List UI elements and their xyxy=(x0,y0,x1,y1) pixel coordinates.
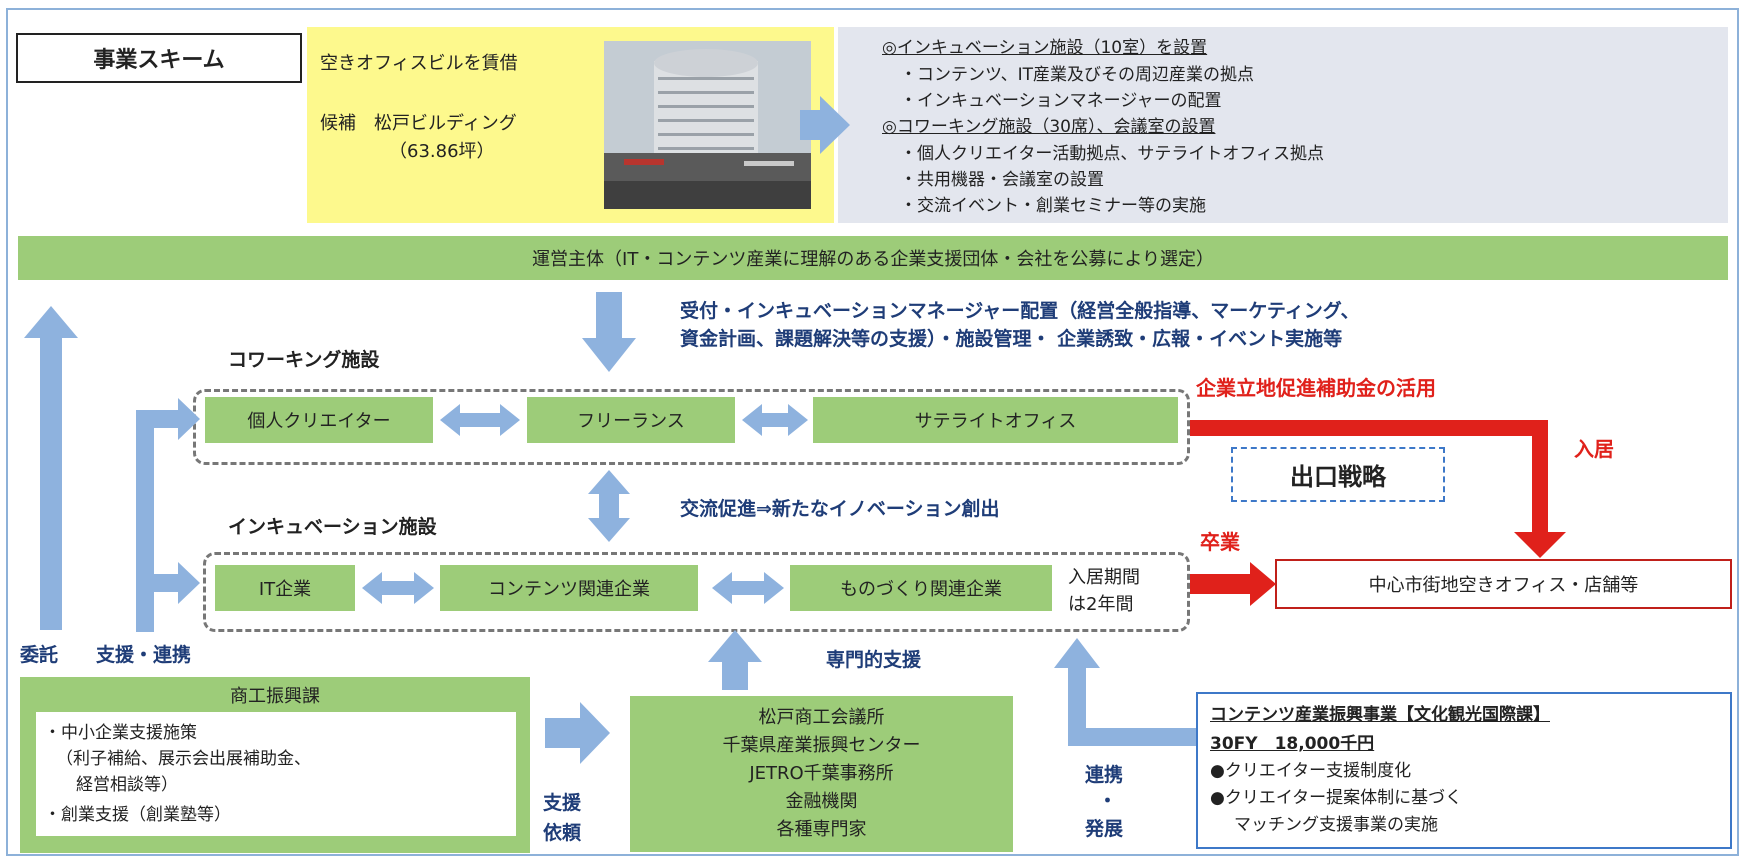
subsidy-label: 企業立地促進補助金の活用 xyxy=(1196,376,1436,400)
coworking-item-freelance: フリーランス xyxy=(527,397,735,443)
commerce-line4: ・創業支援（創業塾等） xyxy=(44,805,231,825)
cooperation-line1: 連携 xyxy=(1085,764,1124,786)
coworking-title: コワーキング施設 xyxy=(228,349,380,371)
content-project-box: コンテンツ産業振興事業【文化観光国際課】 30FY 18,000千円 ●クリエイ… xyxy=(1196,692,1732,849)
arrow-cooperation xyxy=(1054,638,1196,746)
facility-head1: ◎インキュベーション施設（10室）を設置 xyxy=(882,38,1208,58)
commerce-line2: （利子補給、展示会出展補助金、 xyxy=(56,749,311,769)
cooperation-line2: ・ xyxy=(1098,790,1118,812)
commerce-title: 商工振興課 xyxy=(230,686,320,707)
expert-support-label: 専門的支援 xyxy=(826,649,922,671)
partners-box: 松戸商工会議所 千葉県産業振興センター JETRO千葉事務所 金融機関 各種専門… xyxy=(630,696,1013,852)
consign-label: 委託 xyxy=(20,644,59,666)
content-project-item3: マッチング支援事業の実施 xyxy=(1234,815,1438,835)
arrow-down-operator xyxy=(582,292,636,372)
support-vertical-bar xyxy=(136,418,154,632)
partner-industry-center: 千葉県産業振興センター xyxy=(722,735,921,756)
content-project-item2: ●クリエイター提案体制に基づく xyxy=(1210,788,1463,808)
facility-item3: ・個人クリエイター活動拠点、サテライトオフィス拠点 xyxy=(900,144,1324,164)
commerce-inner: ・中小企業支援施策 （利子補給、展示会出展補助金、 経営相談等） ・創業支援（創… xyxy=(36,712,516,836)
support-desc-line2: 資金計画、課題解決等の支援）・施設管理・ 企業誘致・広報・イベント実施等 xyxy=(680,328,1343,350)
incubation-item-manufacturing: ものづくり関連企業 xyxy=(790,565,1052,611)
operator-text: 運営主体（IT・コンテンツ産業に理解のある企業支援団体・会社を公募により選定） xyxy=(532,249,1214,270)
exit-strategy-label: 出口戦略 xyxy=(1290,463,1386,491)
partner-financial: 金融機関 xyxy=(785,791,858,812)
building-box: 空きオフィスビルを賃借 候補 松戸ビルディング （63.86坪） xyxy=(307,27,834,223)
commerce-line1: ・中小企業支援施策 xyxy=(44,723,197,743)
arrow-right-support-top xyxy=(136,398,200,440)
support-desc-line1: 受付・インキュベーションマネージャー配置（経営全般指導、マーケティング、 xyxy=(680,300,1360,322)
building-line3: （63.86坪） xyxy=(389,141,495,162)
arrow-right-to-facilities xyxy=(800,96,850,154)
incubation-item-content: コンテンツ関連企業 xyxy=(440,565,698,611)
coworking-item-creator: 個人クリエイター xyxy=(205,397,433,443)
operator-bar: 運営主体（IT・コンテンツ産業に理解のある企業支援団体・会社を公募により選定） xyxy=(18,236,1728,280)
destination-label: 中心市街地空きオフィス・店舗等 xyxy=(1368,575,1639,596)
partner-experts: 各種専門家 xyxy=(776,819,867,840)
exit-strategy-box: 出口戦略 xyxy=(1231,447,1445,502)
arrow-right-support-bottom xyxy=(145,562,200,604)
facility-item2: ・インキュベーションマネージャーの配置 xyxy=(900,91,1222,111)
coworking-item-satellite-label: サテライトオフィス xyxy=(914,411,1077,432)
double-arrow-content-manufacturing xyxy=(712,572,784,604)
double-arrow-it-content xyxy=(362,572,434,604)
incubation-title: インキュベーション施設 xyxy=(228,516,437,538)
incubation-dashed-box xyxy=(203,552,1190,632)
facility-head2: ◎コワーキング施設（30席）、会議室の設置 xyxy=(882,117,1216,137)
double-arrow-freelance-satellite xyxy=(742,404,808,436)
content-project-budget: 30FY 18,000千円 xyxy=(1210,734,1375,754)
arrow-red-move-in xyxy=(1190,420,1566,558)
cooperation-line3: 発展 xyxy=(1085,818,1124,840)
arrow-up-expert xyxy=(708,630,762,690)
arrow-up-consign xyxy=(24,306,78,630)
partner-chamber: 松戸商工会議所 xyxy=(758,707,885,728)
partner-jetro: JETRO千葉事務所 xyxy=(749,763,894,784)
building-line2: 候補 松戸ビルディング xyxy=(320,113,517,134)
scheme-title-box: 事業スキーム xyxy=(16,33,302,83)
request-line1: 支援 xyxy=(543,792,582,814)
incubation-period-line1: 入居期間 xyxy=(1068,567,1140,588)
arrow-red-graduate xyxy=(1190,562,1276,606)
content-project-item1: ●クリエイター支援制度化 xyxy=(1210,761,1412,781)
coworking-item-creator-label: 個人クリエイター xyxy=(247,411,391,432)
request-line2: 依頼 xyxy=(543,822,582,844)
facility-item5: ・交流イベント・創業セミナー等の実施 xyxy=(900,196,1206,216)
commerce-line3: 経営相談等） xyxy=(76,775,178,795)
facility-item4: ・共用機器・会議室の設置 xyxy=(900,170,1104,190)
building-line1: 空きオフィスビルを賃借 xyxy=(320,53,518,74)
incubation-item-content-label: コンテンツ関連企業 xyxy=(488,579,650,600)
scheme-title: 事業スキーム xyxy=(93,48,225,73)
arrow-right-request xyxy=(545,702,610,764)
double-arrow-vertical-exchange xyxy=(588,470,630,542)
support-link-label: 支援・連携 xyxy=(96,644,192,666)
facility-box: ◎インキュベーション施設（10室）を設置 ・コンテンツ、IT産業及びその周辺産業… xyxy=(838,27,1728,223)
graduate-label: 卒業 xyxy=(1200,530,1240,554)
incubation-item-manufacturing-label: ものづくり関連企業 xyxy=(840,579,1002,600)
incubation-period-line2: は2年間 xyxy=(1068,594,1134,615)
coworking-dashed-box xyxy=(193,389,1190,465)
content-project-title: コンテンツ産業振興事業【文化観光国際課】 xyxy=(1210,705,1550,725)
coworking-item-freelance-label: フリーランス xyxy=(577,411,685,432)
coworking-item-satellite: サテライトオフィス xyxy=(813,397,1178,443)
double-arrow-creator-freelance xyxy=(440,404,520,436)
building-photo xyxy=(604,41,811,209)
facility-item1: ・コンテンツ、IT産業及びその周辺産業の拠点 xyxy=(900,65,1255,85)
move-in-label: 入居 xyxy=(1574,437,1614,461)
destination-box: 中心市街地空きオフィス・店舗等 xyxy=(1275,559,1732,609)
incubation-item-it: IT企業 xyxy=(215,565,355,611)
incubation-item-it-label: IT企業 xyxy=(258,579,312,600)
exchange-label: 交流促進⇒新たなイノベーション創出 xyxy=(680,498,1000,520)
